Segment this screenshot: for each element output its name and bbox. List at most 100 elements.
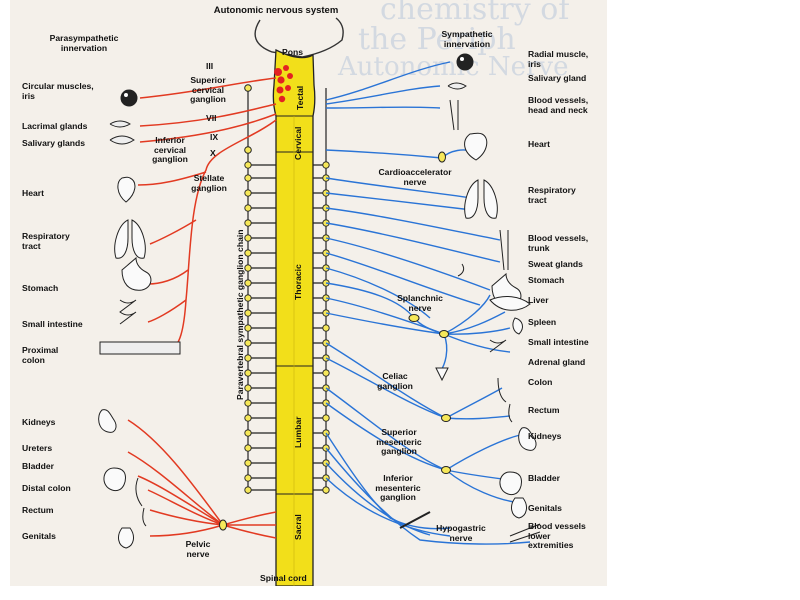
chain-ganglion: [244, 324, 252, 332]
tectal-label: Tectal: [295, 85, 305, 110]
label-left-heart: Heart: [22, 188, 44, 198]
label-left-kidneys: Kidneys: [22, 417, 56, 427]
sympathetic-chain: [247, 88, 327, 494]
right-colon-icon: [497, 377, 507, 403]
chain-ganglion: [244, 384, 252, 392]
vagus: [169, 119, 277, 353]
celiac-to-adrenal: [439, 333, 448, 373]
left-organs: [98, 89, 181, 549]
label-lacrimal: Lacrimal glands: [22, 121, 88, 131]
chain-ganglion: [244, 459, 252, 467]
diagram-title: Autonomic nervous system: [213, 5, 339, 16]
right-kidney-icon: [518, 427, 537, 451]
label-left-rectum: Rectum: [22, 505, 54, 515]
lumbar-lower-2: [325, 477, 451, 537]
chain-ganglion: [244, 429, 252, 437]
tectal-nucleus: [287, 73, 293, 79]
tectal-nucleus: [277, 76, 285, 84]
celiac-to-liver: [443, 311, 506, 335]
cervical-to-head-vessels: [325, 106, 441, 109]
to-trunk-vessels: [325, 207, 501, 241]
thoracic-to-sup-mes-2: [325, 357, 447, 419]
label-head-vessels: Blood vessels, head and neck: [528, 95, 589, 115]
chain-ganglion: [244, 294, 252, 302]
chain-ganglion: [244, 249, 252, 257]
cervical-to-salivary: [325, 85, 441, 105]
lumbar-to-inf-mes: [325, 387, 447, 471]
thoracic-to-liver: [325, 252, 481, 306]
chain-ganglion: [244, 219, 252, 227]
chain-ganglion: [244, 204, 252, 212]
thoracic-to-spleen: [325, 267, 431, 319]
lumbar-label: Lumbar: [293, 416, 303, 448]
celiac-to-stomach: [443, 294, 491, 335]
left-distal-colon-icon: [135, 477, 143, 507]
splanchnic-nerve-label: Splanchnic nerve: [397, 293, 443, 313]
right-intestine-icon: [489, 339, 507, 353]
inferior-mesenteric-label: Inferior mesenteric ganglion: [375, 473, 421, 502]
pelvic-to-rectum: [149, 509, 224, 526]
liver-icon: [489, 296, 531, 311]
right-iris-icon: [456, 53, 474, 71]
chain-ganglion: [322, 414, 330, 422]
sup-mes-to-rectum: [445, 415, 511, 420]
parasympathetic-innervation-label: Parasympathetic innervation: [49, 33, 119, 53]
superior-cervical-ganglion-label: Superior cervical ganglion: [190, 75, 226, 104]
label-right-small-intestine: Small intestine: [528, 337, 589, 347]
pelvic-to-distal-colon: [147, 489, 224, 526]
chain-ganglion: [244, 174, 252, 182]
background-text-2: the Periph: [358, 22, 516, 57]
to-lungs-2: [325, 192, 473, 211]
label-right-salivary: Salivary gland: [528, 73, 587, 83]
inf-mes-to-kidneys: [445, 434, 521, 471]
stellate-ganglion-label: Stellate ganglion: [191, 173, 227, 193]
right-organs: [399, 53, 541, 543]
inferior-cervical-ganglion-label: Inferior cervical ganglion: [152, 135, 188, 164]
to-lungs-1: [325, 177, 473, 199]
sweat-gland-icon: [457, 263, 465, 277]
central-nervous-system: [254, 17, 344, 586]
left-kidney-icon: [98, 409, 117, 433]
pelvic-to-genitals: [149, 524, 224, 537]
label-left-salivary: Salivary glands: [22, 138, 86, 148]
superior-cervical-ganglion-node: [244, 84, 252, 92]
left-stomach-icon: [121, 256, 152, 291]
celiac-to-spleen: [443, 327, 511, 335]
label-spleen: Spleen: [528, 317, 557, 327]
lumbar-to-inf-mes-2: [325, 402, 447, 471]
cervical-label: Cervical: [293, 126, 303, 160]
label-right-rectum: Rectum: [528, 405, 560, 415]
lower-vessels-icon: [509, 523, 541, 543]
background-text-3: Autonomic Nerve: [338, 52, 569, 82]
pelvic-node: [219, 519, 227, 531]
label-right-respiratory: Respiratory tract: [528, 185, 576, 205]
left-bladder-icon: [103, 467, 126, 492]
chain-ganglion: [322, 369, 330, 377]
brain-outline: [254, 17, 344, 58]
pelvic-to-kidneys: [127, 419, 224, 526]
left-lung-icon: [114, 219, 146, 259]
label-radial-muscle: Radial muscle, iris: [528, 49, 589, 69]
label-left-small-intestine: Small intestine: [22, 319, 83, 329]
chain-ganglion: [244, 279, 252, 287]
thoracic-to-celiac-3: [325, 312, 445, 335]
thoracic-to-stomach-1: [325, 237, 491, 291]
chain-ganglion: [244, 189, 252, 197]
tectal-nucleus: [285, 85, 291, 91]
left-iris-icon: [120, 89, 138, 107]
parasympathetic-pathways: [127, 77, 277, 539]
right-heart-icon: [464, 132, 488, 161]
inf-mes-node: [441, 466, 451, 474]
cranial-nerve-ix: IX: [210, 132, 219, 142]
chain-ganglion: [244, 444, 252, 452]
splanchnic-node: [408, 314, 420, 322]
hypogastric-icon: [399, 511, 431, 529]
cranial-nerve-x: X: [210, 148, 216, 158]
right-lung-icon: [464, 179, 498, 219]
left-genitals-icon: [118, 527, 134, 549]
chain-ganglion: [244, 161, 252, 169]
hypogastric-nerve-label: Hypogastric nerve: [436, 523, 486, 543]
sup-mes-to-colon: [445, 387, 503, 419]
cardioaccelerator: [325, 149, 473, 159]
